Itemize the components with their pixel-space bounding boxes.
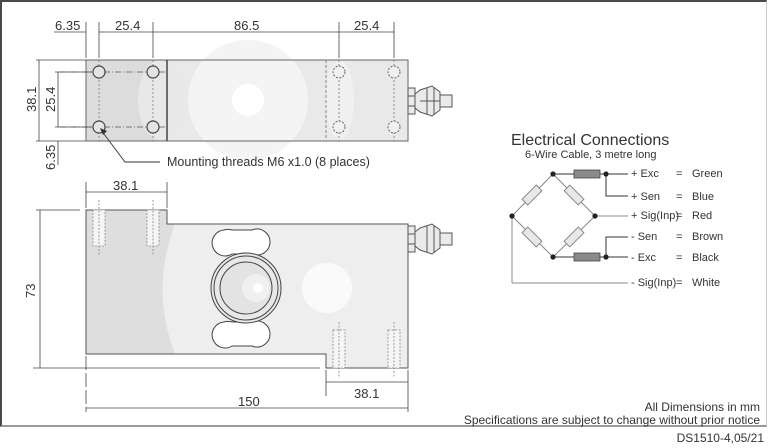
wire-color: Black	[692, 252, 719, 264]
thread-hole	[146, 65, 160, 79]
cable-gland-icon	[407, 85, 453, 117]
wire-eq: =	[676, 231, 682, 243]
highlight-circle	[302, 263, 352, 313]
resistor-icon	[521, 184, 585, 248]
dim-bottom-block: 38.1	[354, 386, 379, 401]
dim-top-block: 38.1	[113, 178, 138, 193]
wire-signal: + Sig(Inp)	[631, 210, 679, 222]
hidden-holes	[332, 65, 401, 134]
dim-middle-span: 86.5	[234, 18, 259, 33]
wire-signal: + Exc	[631, 168, 659, 180]
callout-leader	[100, 128, 160, 163]
dim-bottom-offset: 6.35	[43, 145, 58, 170]
electrical-connections: Electrical Connections 6-Wire Cable, 3 m…	[509, 132, 723, 289]
cable-gland-icon	[407, 223, 453, 255]
dim-width: 38.1	[24, 87, 39, 112]
dim-length: 150	[238, 394, 260, 409]
disclaimer: Specifications are subject to change wit…	[463, 413, 760, 427]
electrical-title: Electrical Connections	[511, 132, 669, 149]
wire-signal: + Sen	[631, 191, 660, 203]
highlight-circle	[232, 84, 264, 116]
dim-hole-spacing-right: 25.4	[354, 18, 379, 33]
shade	[162, 224, 408, 368]
wire-color: White	[692, 277, 720, 289]
shade	[138, 60, 182, 140]
dim-left-offset: 6.35	[55, 18, 80, 33]
wire-eq: =	[676, 191, 682, 203]
thread-hole	[92, 65, 106, 79]
gauge-ring	[210, 252, 282, 324]
shade	[326, 60, 354, 140]
dim-hole-spacing-vertical: 25.4	[43, 87, 58, 112]
top-view: 6.35 25.4 86.5 25.4 38.1 25.4 6.35 Mount…	[24, 18, 453, 170]
wire-color: Blue	[692, 191, 714, 203]
wire-color: Green	[692, 168, 723, 180]
wire-eq: =	[676, 210, 682, 222]
dim-hole-spacing-left: 25.4	[115, 18, 140, 33]
side-dimension-lines	[33, 182, 409, 412]
side-view: 38.1 73 38.1 150	[23, 178, 453, 412]
electrical-subtitle: 6-Wire Cable, 3 metre long	[525, 149, 656, 161]
wire-signal: - Sig(Inp)	[631, 277, 676, 289]
wire-eq: =	[676, 277, 682, 289]
mounting-threads-callout: Mounting threads M6 x1.0 (8 places)	[167, 155, 370, 169]
junction-dots	[509, 171, 609, 260]
thread-hole-hidden	[332, 65, 346, 79]
thread-hole	[146, 120, 160, 134]
wire-color: Brown	[692, 231, 723, 243]
thread-hole-hidden	[387, 120, 401, 134]
wire-signal: - Exc	[631, 252, 657, 264]
wire-table: + Exc = Green + Sen = Blue + Sig(Inp) = …	[631, 168, 723, 289]
dim-height: 73	[23, 284, 38, 298]
thread-hole-hidden	[332, 120, 346, 134]
compensation-resistor-icon	[573, 169, 601, 262]
wire-eq: =	[676, 168, 682, 180]
wire-signal: - Sen	[631, 231, 657, 243]
hidden-threads	[92, 200, 401, 378]
binocular-hole	[211, 228, 271, 349]
document-id: DS1510-4,05/21	[676, 431, 764, 445]
top-dimension-lines	[36, 22, 395, 165]
thread-hole-hidden	[387, 65, 401, 79]
wire-eq: =	[676, 252, 682, 264]
units-note: All Dimensions in mm	[644, 400, 760, 414]
wire-color: Red	[692, 210, 712, 222]
